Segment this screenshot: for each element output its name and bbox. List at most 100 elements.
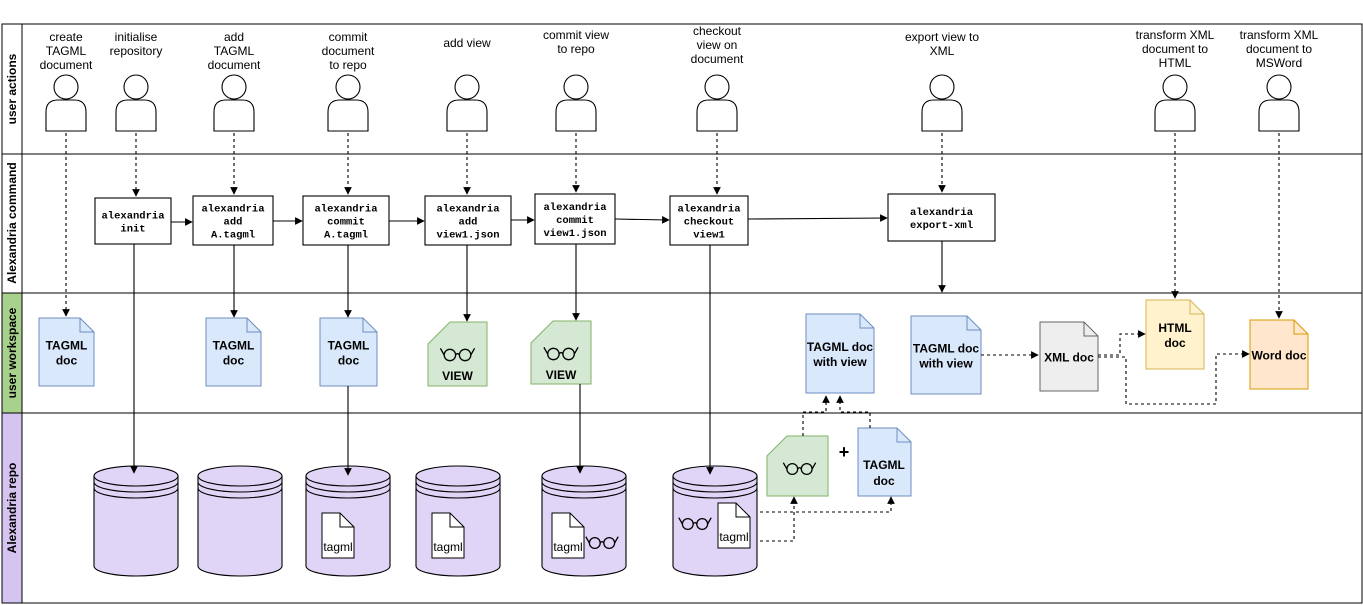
person-icon — [213, 74, 255, 132]
word-doc: Word doc — [1249, 319, 1309, 390]
tagml-file-label: tagml — [323, 540, 352, 554]
doc-label: Word doc — [1251, 349, 1306, 363]
person-icon — [115, 74, 157, 132]
glasses-icon — [585, 536, 619, 550]
chain-arrow — [614, 216, 670, 224]
view-doc: VIEW — [530, 320, 592, 385]
repo-cylinder: tagml — [672, 465, 758, 577]
person-icon — [1258, 74, 1300, 132]
lane-label-alexandria-command: Alexandria command — [5, 162, 19, 283]
tagml-file-label: tagml — [553, 540, 582, 554]
repo-cylinder — [197, 465, 283, 577]
person-icon — [45, 74, 87, 132]
person-icon — [696, 74, 738, 132]
person-icon — [327, 74, 369, 132]
lane-label-user-actions: user actions — [5, 53, 19, 124]
transform-arrow — [1098, 350, 1250, 405]
repo-cylinder: tagml — [541, 465, 627, 577]
tagml-file-label: tagml — [433, 540, 462, 554]
chain-arrow — [747, 214, 888, 222]
checkout-arrow — [760, 496, 895, 513]
glasses-icon — [439, 348, 476, 362]
person-icon — [921, 74, 963, 132]
tagml-file-icon: tagml — [551, 512, 585, 559]
glasses-icon — [782, 462, 817, 476]
repo-cylinder: tagml — [305, 465, 391, 577]
xml-doc: XML doc — [1039, 321, 1099, 392]
connectors — [62, 133, 1283, 542]
lane-label-user-workspace: user workspace — [5, 307, 19, 398]
tagml-file-icon: tagml — [717, 502, 751, 549]
user-action: add view — [443, 36, 491, 132]
repo-view-doc — [766, 435, 829, 497]
lane-label-alexandria-repo: Alexandria repo — [5, 463, 19, 554]
person-icon — [446, 74, 488, 132]
person-icon — [555, 74, 597, 132]
glasses-icon — [678, 517, 712, 531]
tagml-file-icon: tagml — [321, 512, 355, 559]
repo-cylinder — [93, 465, 179, 577]
view-doc: VIEW — [427, 321, 488, 387]
transform-arrow — [1098, 330, 1146, 356]
action-label: add view — [443, 36, 491, 50]
plus-sign: + — [839, 442, 850, 462]
repo-cylinder: tagml — [415, 465, 501, 577]
tagml-file-icon: tagml — [431, 512, 465, 559]
person-icon — [1154, 74, 1196, 132]
merge-arrow — [802, 395, 830, 436]
merge-arrow — [836, 395, 871, 428]
view-label: VIEW — [442, 369, 473, 383]
tagml-file-label: tagml — [719, 530, 748, 544]
doc-label: XML doc — [1044, 351, 1094, 365]
